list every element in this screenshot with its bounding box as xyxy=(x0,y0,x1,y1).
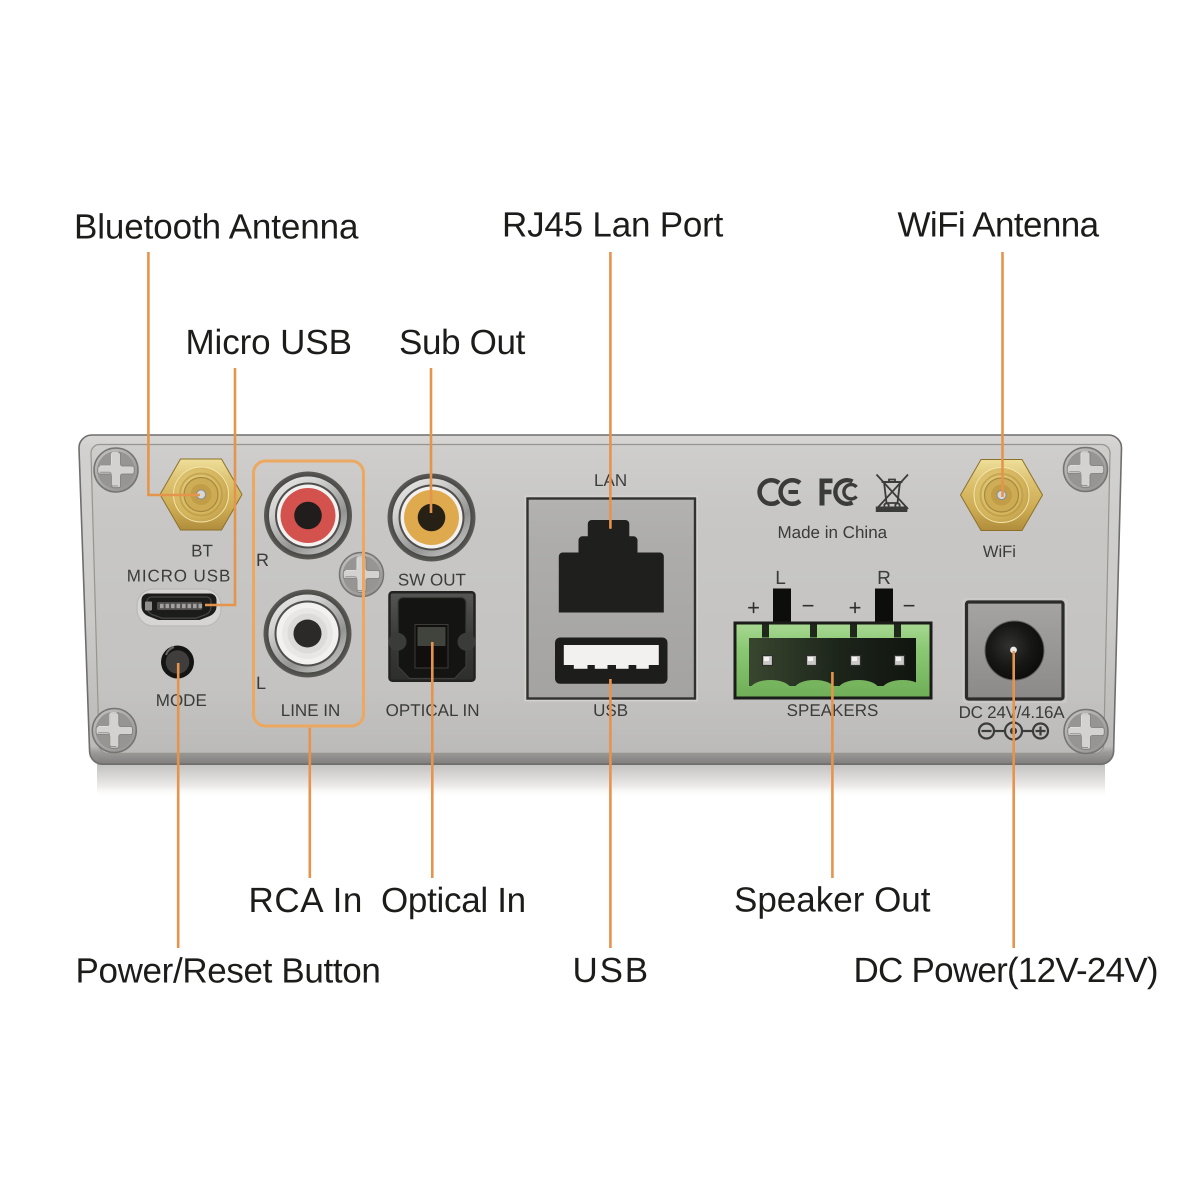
svg-text:Power/Reset Button: Power/Reset Button xyxy=(76,952,381,991)
svg-text:DC 24V/4.16A: DC 24V/4.16A xyxy=(959,703,1066,722)
svg-text:R: R xyxy=(877,568,891,589)
svg-text:WiFi: WiFi xyxy=(983,543,1016,561)
svg-text:DC Power(12V-24V): DC Power(12V-24V) xyxy=(854,951,1158,990)
svg-text:−: − xyxy=(802,593,815,618)
svg-text:MODE: MODE xyxy=(156,691,207,710)
svg-text:−: − xyxy=(903,593,916,618)
svg-text:Optical In: Optical In xyxy=(381,881,526,920)
svg-text:USB: USB xyxy=(573,951,650,990)
svg-text:L: L xyxy=(775,568,786,589)
svg-text:Speaker Out: Speaker Out xyxy=(734,881,931,920)
svg-text:Micro USB: Micro USB xyxy=(186,323,352,362)
svg-text:RJ45 Lan Port: RJ45 Lan Port xyxy=(502,206,724,245)
svg-text:+: + xyxy=(747,595,760,620)
svg-text:MICRO USB: MICRO USB xyxy=(127,567,231,586)
svg-text:R: R xyxy=(256,550,269,570)
svg-text:WiFi Antenna: WiFi Antenna xyxy=(898,206,1100,245)
svg-text:BT: BT xyxy=(191,542,213,561)
svg-text:Bluetooth Antenna: Bluetooth Antenna xyxy=(74,207,359,246)
svg-text:SW OUT: SW OUT xyxy=(398,571,466,590)
svg-text:LINE IN: LINE IN xyxy=(281,701,341,720)
svg-text:L: L xyxy=(256,673,266,693)
svg-text:Sub Out: Sub Out xyxy=(399,323,526,362)
svg-text:RCA In: RCA In xyxy=(249,881,363,920)
svg-text:+: + xyxy=(849,595,862,620)
svg-text:Made in China: Made in China xyxy=(777,523,887,542)
